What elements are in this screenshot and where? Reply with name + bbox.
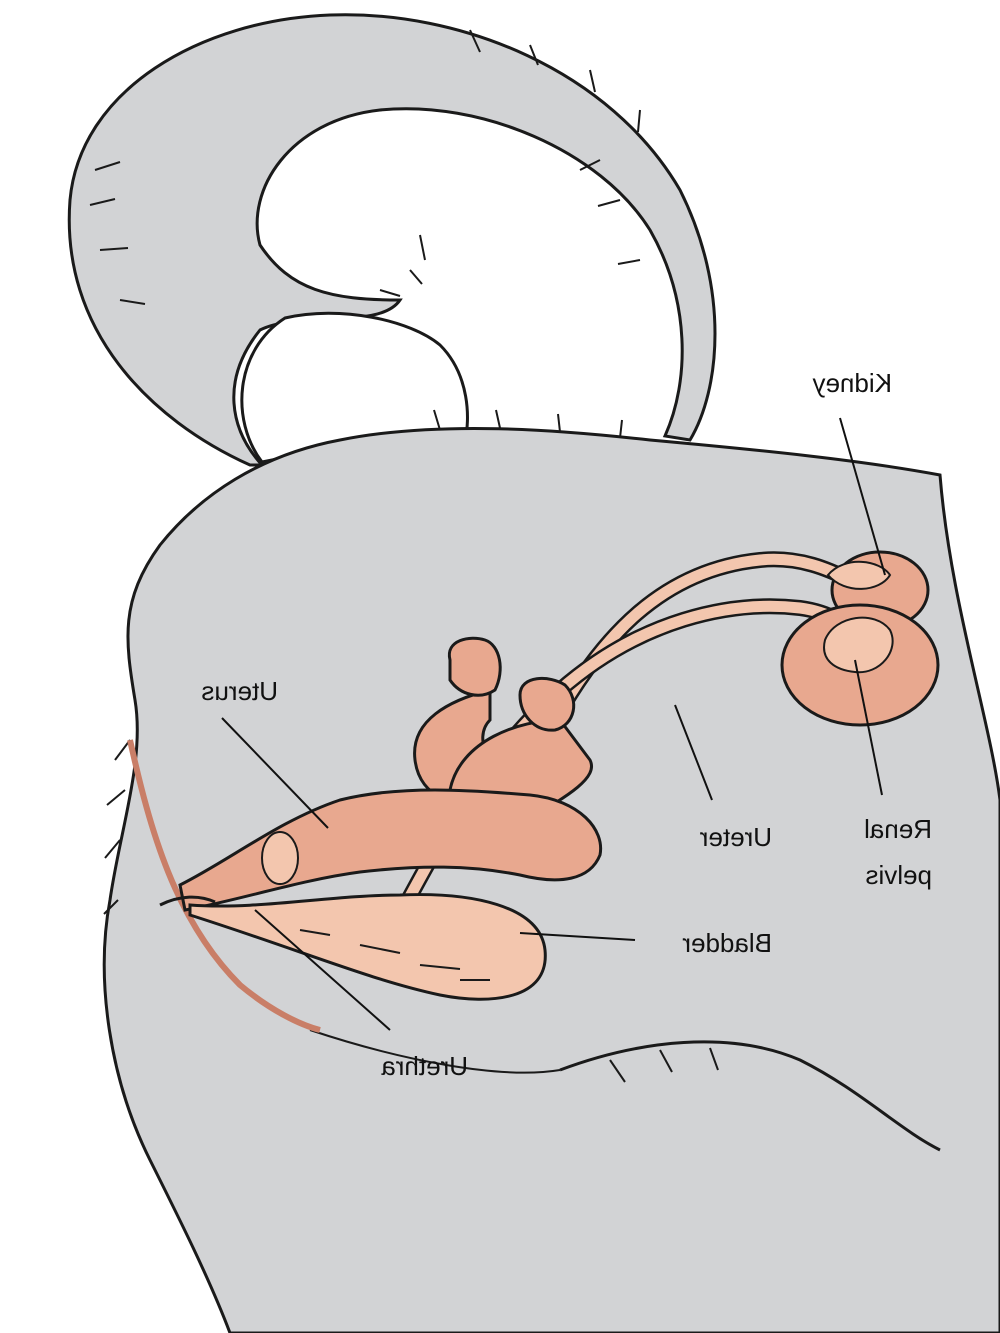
renal-pelvis bbox=[823, 616, 894, 674]
label-renal-pelvis-line1: Renal bbox=[864, 814, 932, 844]
label-renal-pelvis-line2: pelvis bbox=[866, 860, 932, 890]
urethral-opening bbox=[127, 739, 321, 1033]
tail bbox=[67, 13, 717, 467]
renal-pelvis-top bbox=[826, 560, 892, 590]
leader-kidney bbox=[839, 417, 886, 576]
leg-contour bbox=[559, 1040, 941, 1152]
body-fur-strokes bbox=[103, 409, 719, 1083]
urethra bbox=[159, 895, 216, 907]
leader-urethra bbox=[254, 909, 391, 1031]
label-bladder: Bladder bbox=[682, 928, 772, 958]
bladder-shading bbox=[299, 929, 490, 981]
label-ureter: Ureter bbox=[699, 822, 772, 852]
leader-bladder bbox=[519, 932, 636, 941]
label-uterus: Uterus bbox=[201, 676, 278, 706]
leader-uterus bbox=[221, 717, 329, 829]
label-urethra: Urethra bbox=[381, 1051, 468, 1081]
label-kidney: Kidney bbox=[813, 368, 893, 398]
leader-renal-pelvis bbox=[854, 659, 883, 796]
leg-inner-contour bbox=[309, 1029, 561, 1074]
ovary-right bbox=[518, 676, 576, 732]
leader-ureter bbox=[674, 704, 713, 801]
ovary-left bbox=[447, 636, 502, 697]
tail-fur-strokes bbox=[89, 29, 641, 305]
cervix bbox=[261, 831, 299, 885]
